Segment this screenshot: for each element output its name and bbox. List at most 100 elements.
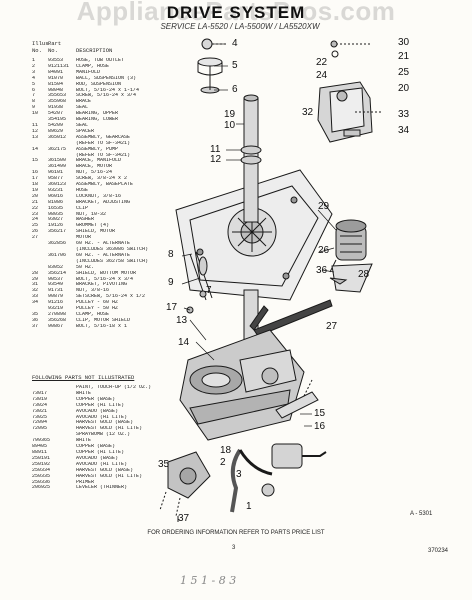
part-number: 93219 xyxy=(48,306,64,312)
part-number: 250334 xyxy=(32,467,51,473)
part-row: 12 89629 SPACER xyxy=(32,129,182,135)
part-description: 60 HZ. - ALTERNATE xyxy=(76,252,131,258)
callout-25: 25 xyxy=(398,67,410,78)
part-number: 93231 xyxy=(48,187,64,193)
part-description: SPACER xyxy=(76,128,95,134)
part-number: 96016 xyxy=(48,193,64,199)
part-illus-number: 17 xyxy=(32,176,39,182)
part-description: CLAMP, HOSE xyxy=(76,63,110,69)
part-description: BRACE xyxy=(76,99,92,105)
part-description: (REFER TO SF-3421) xyxy=(76,140,131,146)
part-number: 72094 xyxy=(32,420,48,426)
part-illus-number: 14 xyxy=(32,146,39,152)
part-number: 93027 xyxy=(48,217,64,223)
part-illus-number: 25 xyxy=(32,223,39,229)
part-number: 250192 xyxy=(32,461,51,467)
part-number: 73024 xyxy=(32,402,48,408)
part-description: SCREW, 5/16-24 x 3/4 xyxy=(76,93,137,99)
part-number: 90879 xyxy=(48,294,64,300)
callout-7: 7 xyxy=(206,285,212,296)
part-illus-number: 29 xyxy=(32,276,39,282)
part-illus-number: 22 xyxy=(32,205,39,211)
callout-9: 9 xyxy=(168,277,174,288)
part-number: 98048 xyxy=(48,87,64,93)
callout-34: 34 xyxy=(398,125,410,136)
part-number: 206925 xyxy=(32,485,51,491)
part-description: LEVELER (THINNER) xyxy=(76,485,128,491)
part-number: 356217 xyxy=(48,229,67,235)
part-description: LOCKNUT, 3/8-16 xyxy=(76,193,122,199)
gearcase-assembly-part xyxy=(179,329,305,441)
part-illus-number: 12 xyxy=(32,128,39,134)
part-number: 362856 xyxy=(48,241,67,247)
header-part-no: No. xyxy=(48,47,58,54)
part-number: 361500 xyxy=(48,158,67,164)
callout-27: 27 xyxy=(326,321,338,332)
part-description: SHIELD, BOTTOM MOTOR xyxy=(76,270,137,276)
part-number: 89629 xyxy=(48,128,64,134)
part-number: 91938 xyxy=(48,105,64,111)
part-description: AVOCADO (HI LITE) xyxy=(76,461,128,467)
figure-code: A - 5301 xyxy=(410,511,433,517)
callout-33: 33 xyxy=(398,109,410,120)
part-description: NUT, 5/16-24 xyxy=(76,170,113,176)
part-row: (REFER TO SF-3421) xyxy=(32,153,182,159)
callout-22: 22 xyxy=(316,57,328,68)
callout-13: 13 xyxy=(176,315,188,326)
baseplate-part xyxy=(175,169,333,301)
part-description: PAINT, TOUCH-UP (1/2 OZ.) xyxy=(76,385,152,390)
part-number: 250335 xyxy=(32,473,51,479)
part-description: AVOCADO (HI LITE) xyxy=(76,414,128,420)
part-number: 54207 xyxy=(48,111,64,117)
part-description: COPPER (HI LITE) xyxy=(76,449,125,455)
part-illus-number: 24 xyxy=(32,217,39,223)
part-illus-number: 9 xyxy=(32,105,36,111)
part-description: WHITE xyxy=(76,438,92,444)
part-illus-number: 21 xyxy=(32,199,39,205)
callout-3: 3 xyxy=(236,469,242,480)
callout-36: 36 xyxy=(316,265,328,276)
part-illus-number: 3 xyxy=(32,69,36,75)
part-illus-number: 28 xyxy=(32,270,39,276)
callout-14: 14 xyxy=(178,337,190,348)
callout-4: 4 xyxy=(232,38,238,49)
callout-29: 29 xyxy=(318,201,330,212)
part-illus-number: 1 xyxy=(32,58,36,63)
part-number: 360123 xyxy=(48,182,67,188)
manifold-brace-part xyxy=(275,379,319,419)
part-illus-number: 31 xyxy=(32,282,39,288)
part-description: HARVEST GOLD (BASE) xyxy=(76,467,134,473)
part-number: 93549 xyxy=(48,282,64,288)
part-number: 89405 xyxy=(32,444,48,450)
part-number: 98035 xyxy=(48,211,64,217)
part-row: (INCLUDES 363086 SWITCH) xyxy=(32,247,182,253)
part-description: ASSEMBLY, BASEPLATE xyxy=(76,182,134,188)
callout-1: 1 xyxy=(246,501,252,512)
part-number: 355653 xyxy=(48,93,67,99)
part-description: HARVEST GOLD (BASE) xyxy=(76,420,134,426)
part-number: 73017 xyxy=(32,390,48,396)
part-number: 96101 xyxy=(48,170,64,176)
part-description: (REFER TO SF-3421) xyxy=(76,152,131,158)
